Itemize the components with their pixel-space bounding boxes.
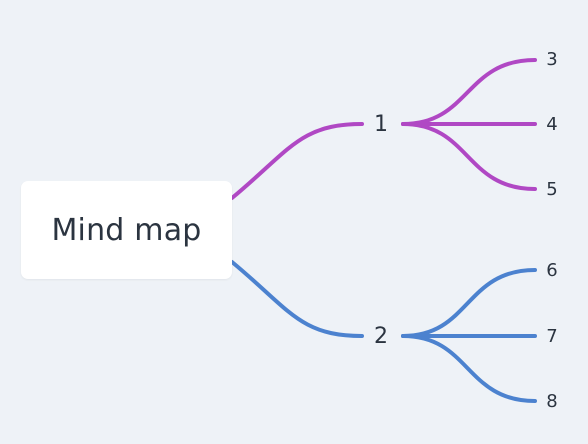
connector-node-1-to-node-5: [401, 122, 537, 191]
connector-node-1-to-node-3: [401, 58, 537, 126]
subtopic-3[interactable]: 3: [546, 49, 558, 70]
subtopic-6[interactable]: 6: [546, 260, 558, 281]
topic-1[interactable]: 1: [374, 112, 388, 137]
subtopic-5[interactable]: 5: [546, 179, 558, 200]
subtopic-8[interactable]: 8: [546, 391, 558, 412]
connector-node-2-to-node-6: [401, 268, 537, 338]
root-topic-label: Mind map: [51, 212, 202, 248]
connector-node-2-to-node-8: [401, 334, 537, 403]
connector-root-to-node-1: [230, 122, 364, 200]
subtopic-4[interactable]: 4: [546, 114, 558, 135]
connector-root-to-node-2: [230, 260, 364, 338]
subtopic-7[interactable]: 7: [546, 326, 558, 347]
topic-2[interactable]: 2: [374, 324, 388, 349]
root-topic[interactable]: Mind map: [21, 181, 232, 279]
